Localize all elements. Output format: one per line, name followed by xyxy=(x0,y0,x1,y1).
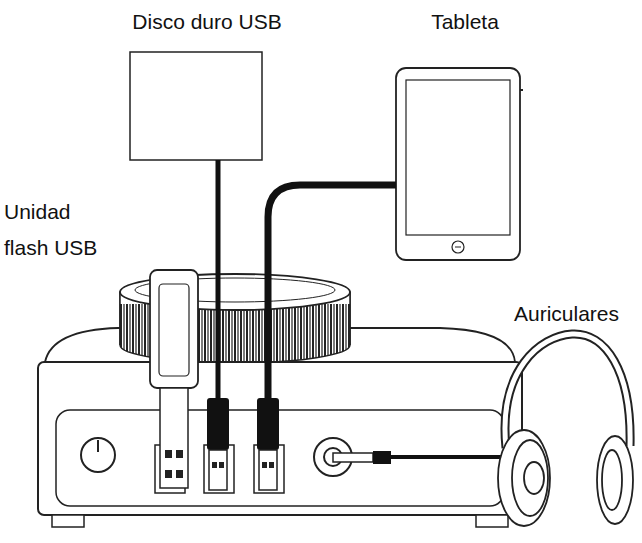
hard-drive-cable xyxy=(216,160,221,400)
part-label: Tableta xyxy=(400,4,530,40)
tablet xyxy=(396,68,523,260)
part-label: Disco duro USB xyxy=(122,4,292,40)
headphone-cable xyxy=(333,451,505,464)
tablet-cable xyxy=(268,185,396,400)
usb-plug xyxy=(207,398,279,490)
part-label: Auriculares xyxy=(514,296,638,332)
part-label: Unidad flash USB xyxy=(4,194,104,266)
flash-drive xyxy=(150,270,198,488)
device-front xyxy=(38,362,522,527)
hard-drive xyxy=(130,52,262,160)
headphones xyxy=(498,334,633,526)
